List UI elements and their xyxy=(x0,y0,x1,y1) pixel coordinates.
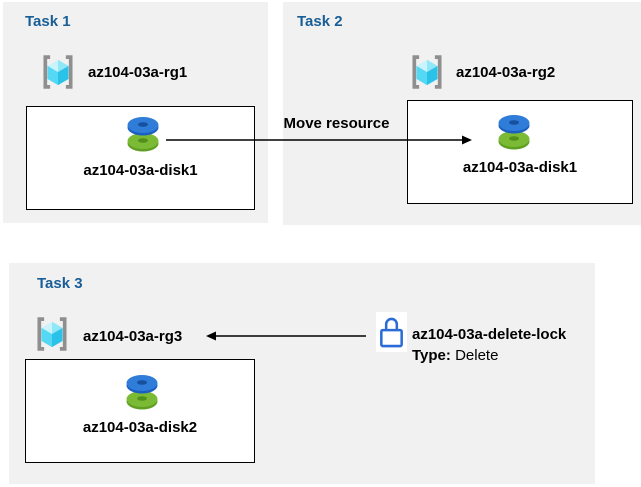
task2-heading: Task 2 xyxy=(297,13,343,30)
resource-group-icon xyxy=(37,51,79,93)
disk-icon xyxy=(122,372,162,412)
disk-icon xyxy=(123,114,163,154)
delete-lock-type: Type: Delete xyxy=(412,347,498,364)
task1-resource-group-label: az104-03a-rg1 xyxy=(88,64,188,81)
task2-resource-group-label: az104-03a-rg2 xyxy=(456,64,556,81)
task1-heading: Task 1 xyxy=(25,13,71,30)
delete-lock-name: az104-03a-delete-lock xyxy=(412,326,567,343)
task3-resource-group-label: az104-03a-rg3 xyxy=(83,328,183,345)
resource-group-icon xyxy=(31,313,73,355)
move-arrow-label: Move resource xyxy=(283,115,390,132)
task3-heading: Task 3 xyxy=(37,275,83,292)
task2-disk-label: az104-03a-disk1 xyxy=(462,159,578,176)
delete-lock-icon xyxy=(376,312,407,352)
task3-resource-box xyxy=(25,359,255,463)
task1-disk-label: az104-03a-disk1 xyxy=(83,162,198,179)
resource-group-icon xyxy=(406,51,448,93)
task3-disk-label: az104-03a-disk2 xyxy=(82,419,198,436)
move-arrow xyxy=(166,135,472,145)
delete-lock-type-value: Delete xyxy=(455,347,499,364)
lock-arrow xyxy=(206,331,366,341)
delete-lock-type-label: Type: xyxy=(412,347,451,364)
disk-icon xyxy=(494,112,534,152)
